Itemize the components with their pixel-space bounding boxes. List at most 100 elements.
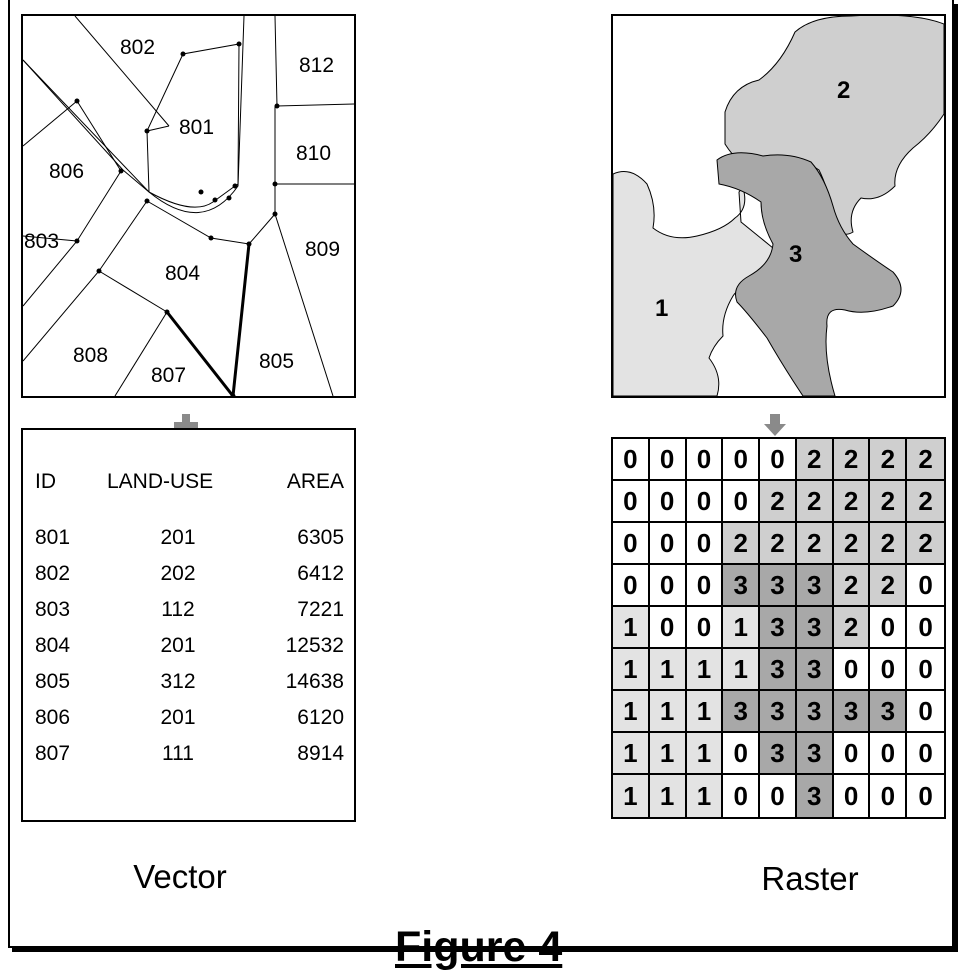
vector-parcel-map: 802 812 801 810 806 803 809 804 808 807 … — [23, 16, 354, 396]
road-edge-lower — [23, 16, 245, 214]
parcel-label: 806 — [49, 160, 84, 183]
raster-cell: 0 — [613, 523, 650, 565]
cell-id: 801 — [35, 526, 71, 549]
table-row: 801 201 6305 — [23, 526, 354, 556]
raster-cell: 3 — [796, 565, 834, 607]
cell-id: 803 — [35, 598, 71, 621]
raster-cell: 2 — [723, 523, 761, 565]
boundary-807-bold — [165, 243, 251, 396]
raster-cell: 2 — [833, 607, 871, 649]
raster-cell: 2 — [870, 523, 908, 565]
cell-land-use: 201 — [160, 526, 196, 549]
road-edge-b — [74, 16, 170, 127]
raster-cell: 2 — [833, 565, 871, 607]
raster-cell: 3 — [796, 775, 834, 817]
raster-cell: 2 — [833, 523, 871, 565]
vector-map: 802 812 801 810 806 803 809 804 808 807 … — [21, 14, 356, 398]
raster-cell: 1 — [686, 733, 724, 775]
plus-icon — [174, 414, 198, 438]
raster-cell: 1 — [686, 775, 724, 817]
cell-land-use: 112 — [161, 598, 195, 621]
table-row: 803 112 7221 — [23, 598, 354, 628]
raster-cell: 0 — [613, 481, 650, 523]
table-row: 805 312 14638 — [23, 670, 354, 700]
raster-cell: 0 — [686, 607, 724, 649]
raster-cell: 0 — [907, 775, 944, 817]
raster-cell: 2 — [870, 481, 908, 523]
raster-cell: 1 — [649, 775, 687, 817]
table-row: 807 111 8914 — [23, 742, 354, 772]
zone-label: 1 — [655, 295, 668, 322]
boundary-806b — [23, 100, 78, 147]
raster-cell: 3 — [870, 691, 908, 733]
cell-land-use: 312 — [160, 670, 196, 693]
cell-area: 7221 — [297, 598, 344, 621]
raster-cell: 2 — [760, 481, 797, 523]
raster-cell: 0 — [833, 733, 871, 775]
table-row: 806 201 6120 — [23, 706, 354, 736]
raster-cell: 0 — [686, 565, 724, 607]
table-row: 802 202 6412 — [23, 562, 354, 592]
raster-cell: 0 — [870, 733, 908, 775]
raster-cell: 0 — [649, 439, 687, 481]
raster-cell: 2 — [760, 523, 797, 565]
cell-area: 8914 — [297, 742, 344, 765]
raster-cell: 1 — [649, 691, 687, 733]
cell-area: 6120 — [297, 706, 344, 729]
parcel-label: 810 — [296, 142, 331, 165]
raster-cell: 2 — [870, 565, 908, 607]
raster-cell: 3 — [796, 733, 834, 775]
cell-id: 805 — [35, 670, 71, 693]
raster-cell: 2 — [833, 439, 871, 481]
cell-land-use: 201 — [160, 706, 196, 729]
table-header-row: ID LAND-USE AREA — [23, 470, 354, 500]
raster-cell: 1 — [723, 649, 761, 691]
raster-cell: 0 — [870, 649, 908, 691]
raster-cell: 1 — [649, 733, 687, 775]
raster-cell: 3 — [760, 565, 797, 607]
cell-area: 12532 — [285, 634, 344, 657]
raster-cell: 2 — [907, 523, 944, 565]
raster-cell: 0 — [686, 439, 724, 481]
boundary-loop — [148, 183, 239, 208]
raster-cell: 3 — [723, 565, 761, 607]
parcel-label: 802 — [120, 36, 155, 59]
raster-cell: 0 — [649, 481, 687, 523]
boundary-801b — [146, 130, 150, 193]
boundary-806 — [76, 100, 122, 172]
raster-cell: 0 — [649, 607, 687, 649]
cell-id: 807 — [35, 742, 71, 765]
raster-cell: 3 — [760, 733, 797, 775]
raster-cell: 1 — [613, 775, 650, 817]
raster-cell: 2 — [796, 481, 834, 523]
raster-cell: 0 — [907, 649, 944, 691]
raster-cell: 1 — [613, 649, 650, 691]
raster-cell: 0 — [686, 481, 724, 523]
parcel-label: 812 — [299, 54, 334, 77]
raster-cell: 1 — [613, 691, 650, 733]
raster-cell: 1 — [649, 649, 687, 691]
raster-cell: 3 — [760, 607, 797, 649]
column-header-land-use: LAND-USE — [107, 470, 214, 493]
parcel-label: 808 — [73, 344, 108, 367]
boundary-807 — [114, 311, 168, 396]
raster-cell: 0 — [686, 523, 724, 565]
zone-3-area — [716, 152, 902, 396]
raster-cell: 0 — [760, 775, 797, 817]
raster-cell: 0 — [649, 523, 687, 565]
raster-cell: 2 — [833, 481, 871, 523]
table-row: 804 201 12532 — [23, 634, 354, 664]
raster-cell: 0 — [833, 649, 871, 691]
raster-cell: 0 — [760, 439, 797, 481]
raster-zone-map: 2 3 1 — [613, 16, 944, 396]
raster-cell: 3 — [723, 691, 761, 733]
raster-cell: 2 — [796, 523, 834, 565]
boundary-804b — [98, 270, 168, 313]
parcel-label: 803 — [24, 230, 59, 253]
raster-cell: 2 — [907, 481, 944, 523]
attribute-table: ID LAND-USE AREA 801 201 6305 802 202 64… — [21, 428, 356, 822]
cell-land-use: 111 — [162, 742, 194, 765]
raster-cell: 3 — [796, 607, 834, 649]
raster-cell: 2 — [796, 439, 834, 481]
raster-cell: 0 — [907, 733, 944, 775]
